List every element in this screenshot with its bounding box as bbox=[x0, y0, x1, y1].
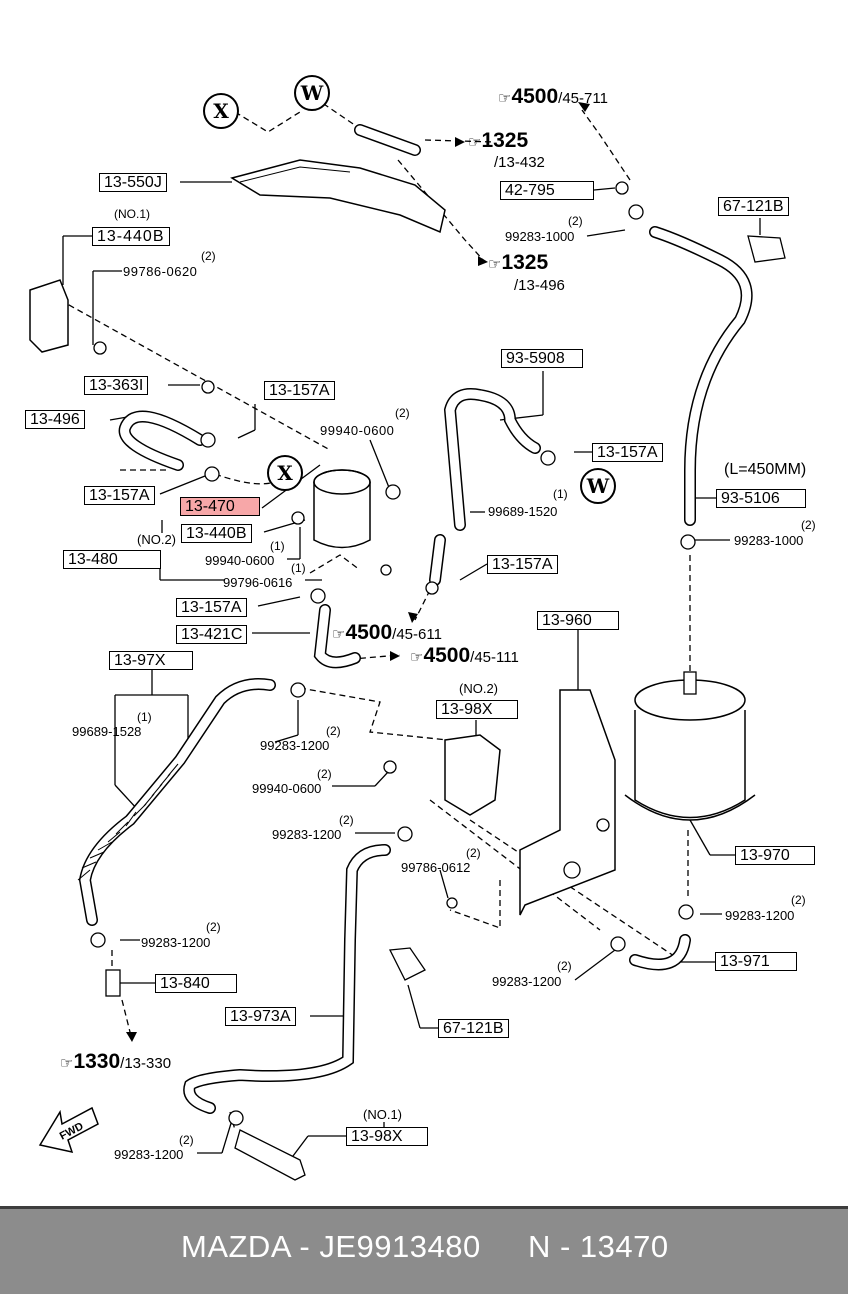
label-99796-0616: 99796-0616 bbox=[223, 575, 293, 590]
part-13-970[interactable]: 13-970 bbox=[735, 846, 815, 865]
part-93-5106[interactable]: 93-5106 bbox=[716, 489, 806, 508]
label-99283-1200-d: 99283-1200 bbox=[141, 935, 211, 950]
marker-x-top: X bbox=[203, 93, 239, 129]
part-13-157A-a[interactable]: 13-157A bbox=[264, 381, 335, 400]
qty-99689-1528: (1) bbox=[137, 710, 152, 724]
ref-4500-45-711[interactable]: ☞4500/45-711 bbox=[498, 85, 608, 108]
part-13-157A-b[interactable]: 13-157A bbox=[84, 486, 155, 505]
qty-99796-0616: (1) bbox=[291, 561, 306, 575]
part-13-470[interactable]: 13-470 bbox=[180, 497, 260, 516]
qty-99283-1200-a: (2) bbox=[326, 724, 341, 738]
label-no2-a: (NO.2) bbox=[137, 532, 176, 547]
hand-pointer-icon: ☞ bbox=[488, 256, 502, 273]
label-99940-0600-b: 99940-0600 bbox=[205, 553, 275, 568]
part-13-421C[interactable]: 13-421C bbox=[176, 625, 248, 644]
part-13-480[interactable]: 13-480 bbox=[63, 550, 161, 569]
ref-4500-45-611[interactable]: ☞4500/45-611 bbox=[332, 621, 442, 644]
hand-pointer-icon: ☞ bbox=[468, 134, 482, 151]
part-13-440B[interactable]: 13-440B bbox=[181, 524, 252, 543]
hand-pointer-icon: ☞ bbox=[410, 649, 424, 666]
hand-pointer-icon: ☞ bbox=[60, 1055, 74, 1072]
label-99283-1200-c: 99283-1200 bbox=[725, 908, 795, 923]
part-67-121B-b[interactable]: 67-121B bbox=[438, 1019, 509, 1038]
label-99283-1200-f: 99283-1200 bbox=[114, 1147, 184, 1162]
label-99940-0600-c: 99940-0600 bbox=[252, 781, 322, 796]
marker-x-mid: X bbox=[267, 455, 303, 491]
qty-99940-0600-c: (2) bbox=[317, 767, 332, 781]
ref-4500-45-111[interactable]: ☞4500/45-111 bbox=[410, 644, 519, 667]
label-99283-1000-b: 99283-1000 bbox=[734, 533, 804, 548]
length-note: (L=450MM) bbox=[724, 461, 807, 478]
part-42-795[interactable]: 42-795 bbox=[500, 181, 594, 200]
hand-pointer-icon: ☞ bbox=[332, 626, 346, 643]
qty-99283-1000-b: (2) bbox=[801, 518, 816, 532]
ref-1325-13-432[interactable]: ☞1325 bbox=[468, 129, 529, 152]
qty-99283-1200-d: (2) bbox=[206, 920, 221, 934]
qty-99283-1200-e: (2) bbox=[557, 959, 572, 973]
label-99283-1200-e: 99283-1200 bbox=[492, 974, 562, 989]
part-13-98X-no2[interactable]: 13-98X bbox=[436, 700, 518, 719]
ref-1325-13-496[interactable]: ☞1325 bbox=[488, 251, 549, 274]
part-93-5908[interactable]: 93-5908 bbox=[501, 349, 583, 368]
marker-w-mid: W bbox=[580, 468, 616, 504]
hand-pointer-icon: ☞ bbox=[498, 90, 512, 107]
part-13-550J[interactable]: 13-550J bbox=[99, 173, 167, 192]
qty-99786-0612: (2) bbox=[466, 846, 481, 860]
part-13-840[interactable]: 13-840 bbox=[155, 974, 237, 993]
footer-part-number: N - 13470 bbox=[528, 1229, 669, 1264]
label-no1-a: (NO.1) bbox=[114, 207, 150, 221]
qty-99283-1200-f: (2) bbox=[179, 1133, 194, 1147]
marker-w-top: W bbox=[294, 75, 330, 111]
label-99786-0620: 99786-0620 bbox=[123, 264, 198, 279]
label-99940-0600-a: 99940-0600 bbox=[320, 423, 395, 438]
part-67-121B-a[interactable]: 67-121B bbox=[718, 197, 789, 216]
qty-99786-0620: (2) bbox=[201, 249, 216, 263]
qty-99283-1200-c: (2) bbox=[791, 893, 806, 907]
part-13-363I[interactable]: 13-363I bbox=[84, 376, 149, 395]
label-no1-b: (NO.1) bbox=[363, 1107, 402, 1122]
ref-1330-13-330[interactable]: ☞1330/13-330 bbox=[60, 1050, 172, 1073]
ref-1325-13-432-sub: /13-432 bbox=[494, 154, 545, 171]
label-99786-0612: 99786-0612 bbox=[401, 860, 471, 875]
label-99689-1520: 99689-1520 bbox=[488, 504, 558, 519]
part-13-973A[interactable]: 13-973A bbox=[225, 1007, 296, 1026]
part-13-971[interactable]: 13-971 bbox=[715, 952, 797, 971]
part-13-960[interactable]: 13-960 bbox=[537, 611, 619, 630]
label-no2-b: (NO.2) bbox=[459, 681, 498, 696]
part-13-157A-c[interactable]: 13-157A bbox=[176, 598, 247, 617]
diagram-drawing: FWD bbox=[29, 97, 786, 1181]
label-99689-1528: 99689-1528 bbox=[72, 724, 142, 739]
ref-1325-13-496-sub: /13-496 bbox=[514, 277, 565, 294]
footer-bar: MAZDA - JE9913480 N - 13470 bbox=[0, 1206, 848, 1294]
part-13-98X-no1[interactable]: 13-98X bbox=[346, 1127, 428, 1146]
qty-99940-0600-a: (2) bbox=[395, 406, 410, 420]
part-13-157A-e[interactable]: 13-157A bbox=[487, 555, 558, 574]
qty-99283-1000-a: (2) bbox=[568, 214, 583, 228]
label-99283-1200-a: 99283-1200 bbox=[260, 738, 330, 753]
part-13-97X[interactable]: 13-97X bbox=[109, 651, 193, 670]
part-13-157A-d[interactable]: 13-157A bbox=[592, 443, 663, 462]
footer-brand-code: MAZDA - JE9913480 bbox=[181, 1229, 481, 1264]
part-13-440B-no1[interactable]: 13-440B bbox=[92, 227, 170, 246]
qty-99689-1520: (1) bbox=[553, 487, 568, 501]
parts-diagram: FWD X W X W ☞4500/45-711 ☞1325 /13-432 ☞… bbox=[25, 75, 816, 1181]
label-99283-1000-a: 99283-1000 bbox=[505, 229, 575, 244]
qty-99283-1200-b: (2) bbox=[339, 813, 354, 827]
part-13-496[interactable]: 13-496 bbox=[25, 410, 85, 429]
label-99283-1200-b: 99283-1200 bbox=[272, 827, 342, 842]
qty-99940-0600-b: (1) bbox=[270, 539, 285, 553]
